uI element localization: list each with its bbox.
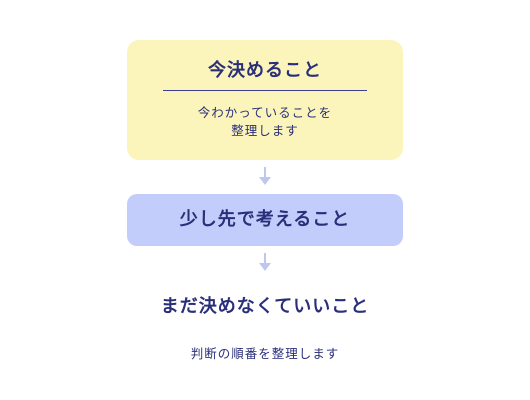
step-later-description: 判断の順番を整理します [190, 346, 340, 361]
arrow-head [259, 263, 271, 271]
step-soon-box: 少し先で考えること [127, 194, 403, 246]
arrow-shaft [264, 253, 266, 264]
step-now-description-line-1: 今わかっていることを [197, 105, 333, 120]
arrow-shaft [264, 167, 266, 178]
step-now-description-line-2: 整理します [231, 123, 299, 138]
step-now-box: 今決めること 今わかっていることを 整理します [127, 40, 403, 160]
arrow-head [259, 177, 271, 185]
down-arrow-icon [259, 253, 271, 271]
step-now-title: 今決めること [208, 60, 322, 81]
step-now-divider [163, 90, 367, 91]
step-now-description: 今わかっていることを 整理します [127, 104, 403, 140]
down-arrow-icon [259, 167, 271, 185]
step-later-title: まだ決めなくていいこと [160, 296, 370, 317]
step-soon-title: 少し先で考えること [179, 209, 351, 230]
